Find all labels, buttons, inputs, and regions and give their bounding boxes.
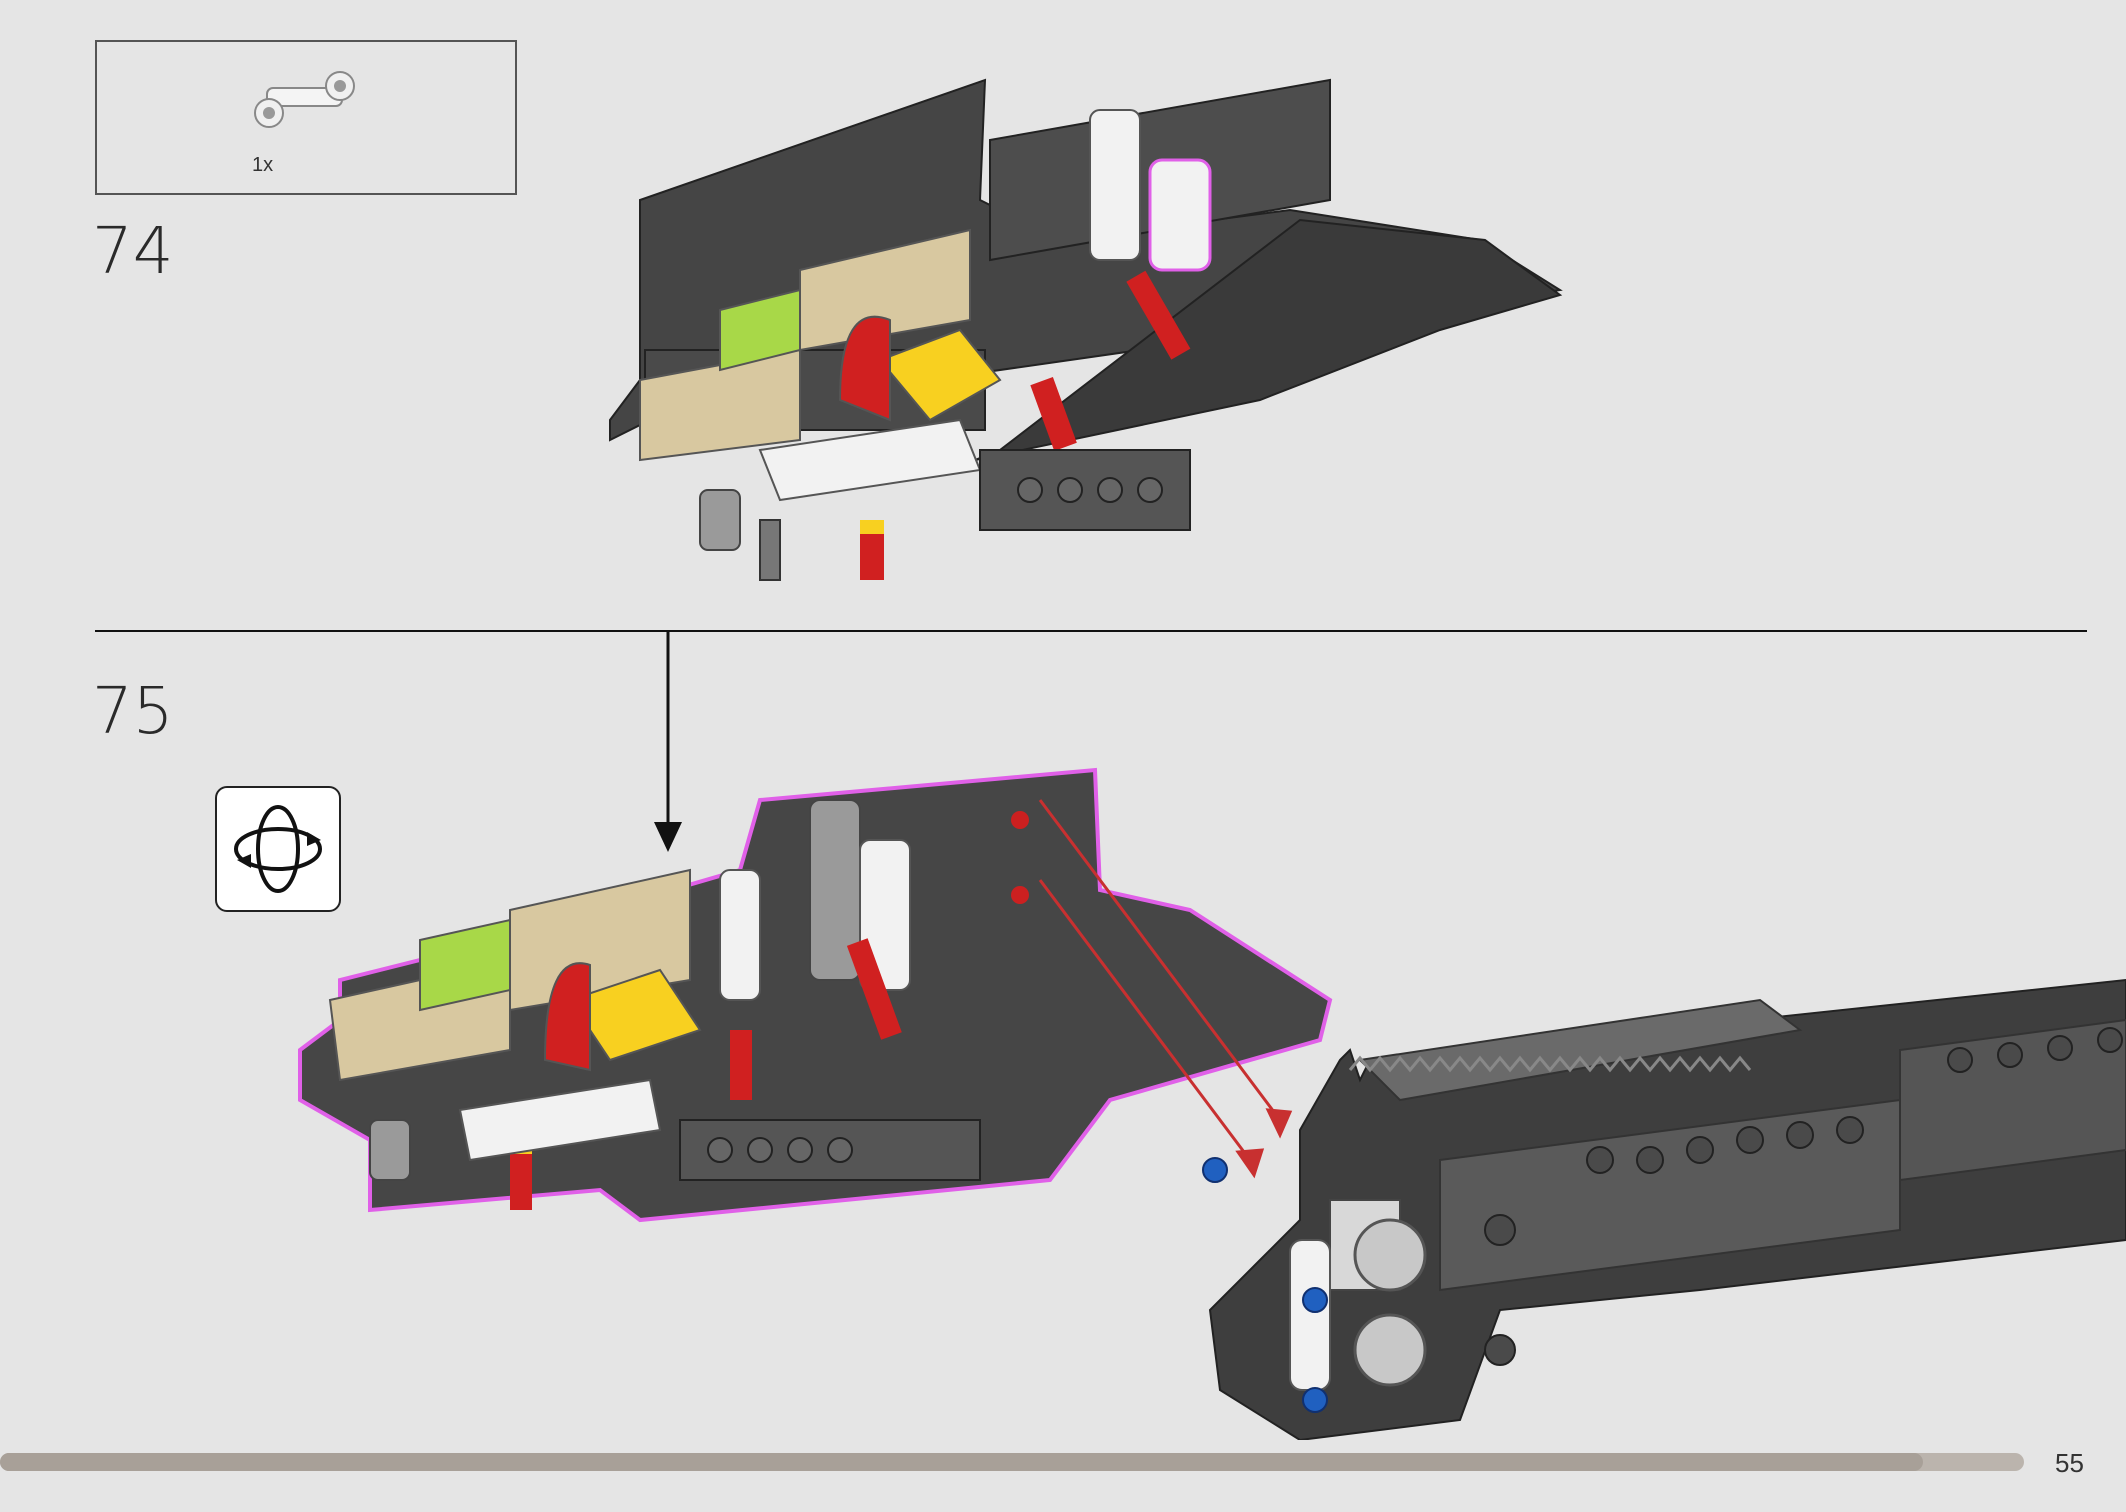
build-illustration [298,78,2126,1440]
parts-callout-box: 1x [95,40,517,195]
callout-arrow [654,632,682,852]
technic-axle-connector-icon [254,71,355,128]
step-number: 75 [92,675,174,749]
progress-bar [0,1453,2024,1471]
assembly-arrows [1038,799,1293,1179]
part-quantity: 1x [252,154,274,176]
rotate-model-icon [215,786,341,912]
step74-model [609,78,1563,581]
progress-fill [0,1453,1923,1471]
chassis-body [1202,978,2126,1440]
step-number: 74 [92,215,174,289]
step-divider [95,630,2087,632]
page-number: 55 [2055,1448,2084,1478]
step75-model [298,767,1333,1223]
